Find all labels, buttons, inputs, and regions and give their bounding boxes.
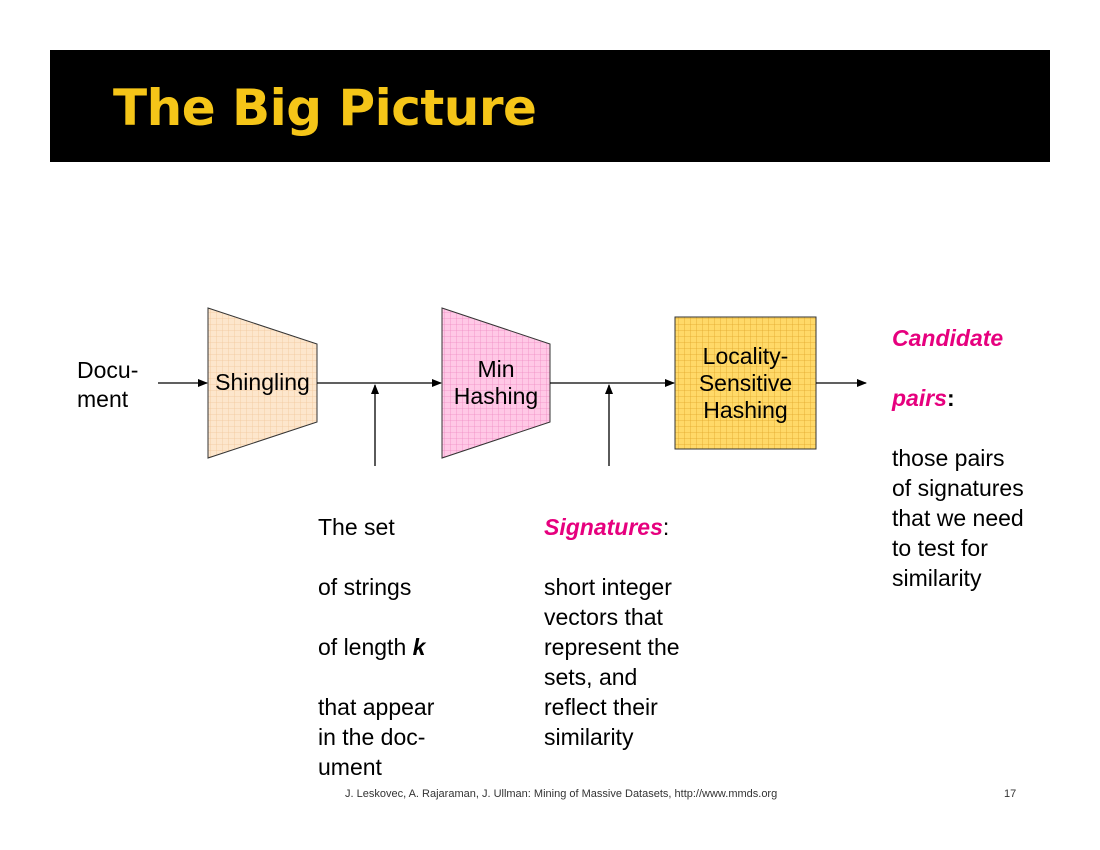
signatures-body: short integer vectors that represent the… [544,574,680,750]
shingles-length-line: of length k [318,632,434,662]
slide-title: The Big Picture [113,79,537,137]
candidates-heading: pairs: [892,383,1024,413]
shingling-trapezoid [207,307,318,459]
document-label: Docu- ment [77,357,139,412]
candidates-body: those pairs of signatures that we need t… [892,445,1024,591]
candidates-term-line1: Candidate [892,325,1004,351]
shingles-note: The set of strings of length k that appe… [318,482,434,812]
min-hashing-label: Min Hashing [453,356,539,409]
signatures-note: Signatures: short integer vectors that r… [544,482,680,782]
candidates-term-line2: pairs [892,385,947,411]
shingles-length-prefix: of length [318,634,413,660]
title-bar: The Big Picture [50,50,1050,162]
signatures-colon: : [662,514,670,540]
candidates-colon: : [946,385,955,411]
lsh-label: Locality- Sensitive Hashing [698,343,793,423]
shingle-length-variable: k [412,634,426,660]
lsh-box [674,316,817,450]
footer-citation: J. Leskovec, A. Rajaraman, J. Ullman: Mi… [345,788,778,800]
candidates-note: Candidate pairs: those pairs of signatur… [892,293,1024,623]
page-number: 17 [1004,788,1017,800]
shingling-label: Shingling [215,369,310,395]
signatures-term: Signatures [544,514,663,540]
min-hashing-trapezoid [441,307,551,459]
signatures-heading: Signatures: [544,512,680,542]
shingles-note-line: of strings [318,574,412,600]
shingles-note-line: The set [318,514,395,540]
shingles-note-rest: that appear in the doc- ument [318,694,435,780]
